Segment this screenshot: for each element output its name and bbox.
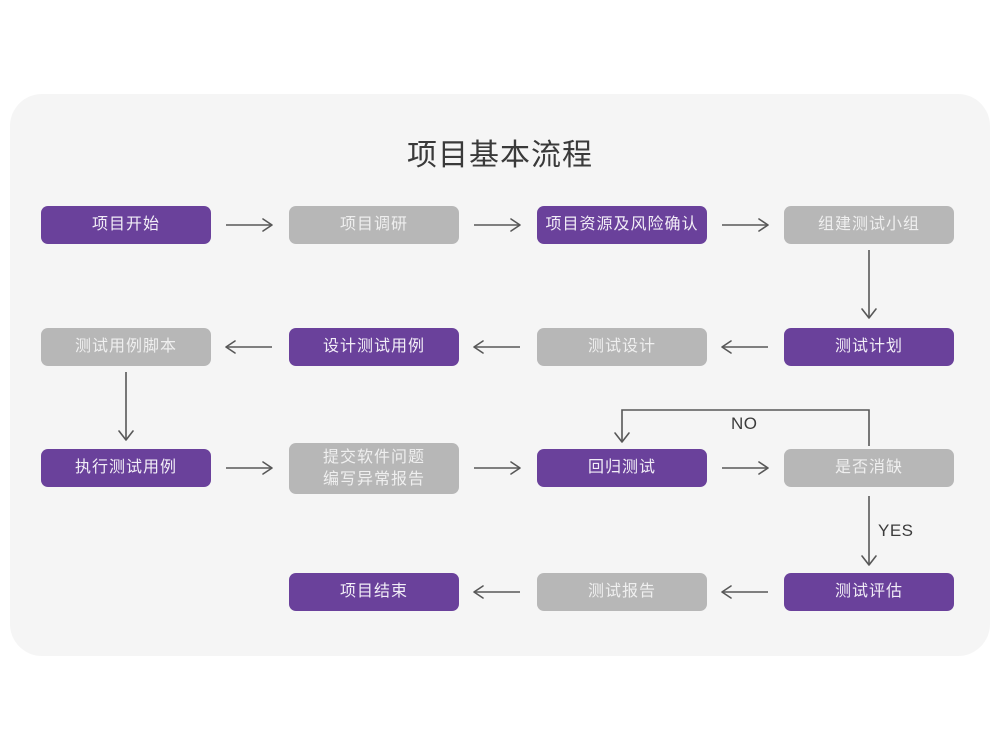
page-title: 项目基本流程 [407,139,593,172]
flowchart-panel [10,94,990,656]
node-project-start[interactable]: 项目开始 [41,206,211,244]
node-test-report[interactable]: 测试报告 [537,573,707,611]
node-test-evaluation[interactable]: 测试评估 [784,573,954,611]
node-regression-test[interactable]: 回归测试 [537,449,707,487]
node-test-case-script[interactable]: 测试用例脚本 [41,328,211,366]
node-defect-cleared-decision[interactable]: 是否消缺 [784,449,954,487]
node-design-test-case[interactable]: 设计测试用例 [289,328,459,366]
node-build-test-team[interactable]: 组建测试小组 [784,206,954,244]
node-test-design[interactable]: 测试设计 [537,328,707,366]
edge-label-yes: YES [878,521,914,540]
edge-label-no: NO [731,414,758,433]
node-execute-test-case[interactable]: 执行测试用例 [41,449,211,487]
node-resource-risk-confirm[interactable]: 项目资源及风险确认 [537,206,707,244]
node-project-research[interactable]: 项目调研 [289,206,459,244]
node-test-plan[interactable]: 测试计划 [784,328,954,366]
node-submit-defect-report[interactable]: 提交软件问题 编写异常报告 [289,443,459,494]
node-project-end[interactable]: 项目结束 [289,573,459,611]
